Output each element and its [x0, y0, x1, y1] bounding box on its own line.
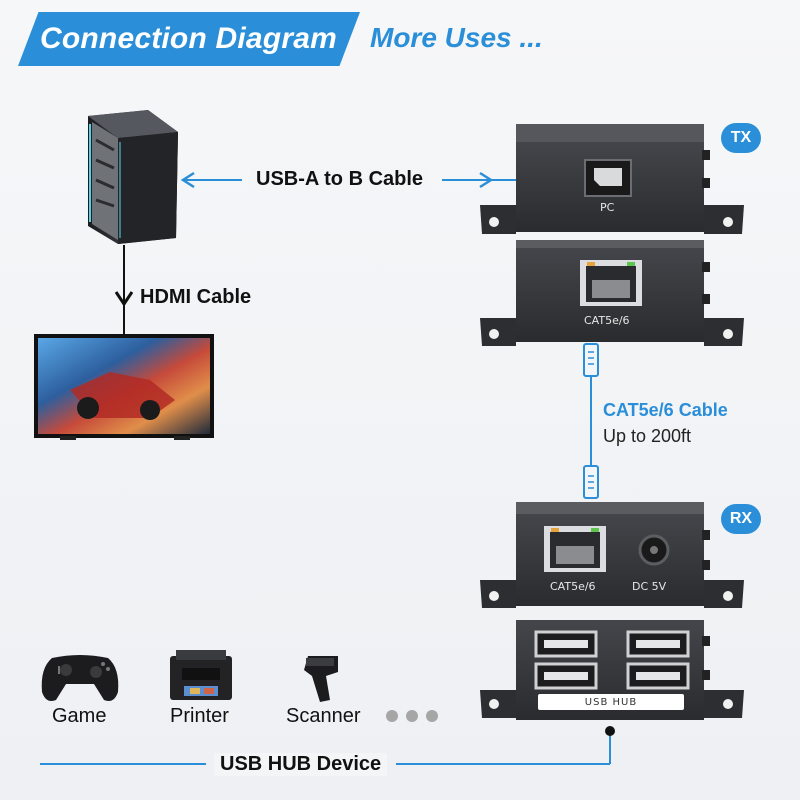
cat-cable-range: Up to 200ft	[603, 426, 692, 446]
header-tab-label: Connection Diagram	[40, 22, 337, 55]
gamepad-icon	[41, 655, 119, 701]
tx-unit-rj45	[480, 240, 744, 346]
cat-cable-title: CAT5e/6 Cable	[603, 400, 728, 420]
ellipsis-dot	[386, 710, 398, 722]
rx-unit-power	[480, 502, 744, 608]
tx-unit-usb	[480, 124, 744, 234]
hdmi-cable-label: HDMI Cable	[140, 286, 252, 308]
device-label-printer: Printer	[170, 705, 229, 727]
scanner-icon	[304, 656, 338, 702]
header-more-uses: More Uses ...	[370, 22, 543, 53]
pc-tower-icon	[88, 110, 178, 244]
cat-cable	[583, 343, 599, 499]
ellipsis-dot	[426, 710, 438, 722]
usb-hub-device-label: USB HUB Device	[214, 753, 388, 776]
rx-port-dc-label: DC 5V	[632, 580, 667, 593]
tx-badge: TX	[721, 123, 761, 153]
rx-badge: RX	[721, 504, 761, 534]
tx-port-pc-label: PC	[600, 201, 615, 214]
usb-cable-label: USB-A to B Cable	[250, 168, 430, 191]
rx-port-cat-label: CAT5e/6	[550, 580, 596, 593]
usb-hub-label: USB HUB	[538, 694, 684, 710]
device-label-game: Game	[52, 705, 107, 727]
header-tab	[18, 12, 360, 66]
rx-unit-usb-hub	[480, 620, 744, 720]
tx-port-cat-label: CAT5e/6	[584, 314, 630, 327]
monitor-icon	[34, 334, 214, 440]
ellipsis-dot	[406, 710, 418, 722]
device-label-scanner: Scanner	[286, 705, 361, 727]
printer-icon	[170, 650, 232, 700]
